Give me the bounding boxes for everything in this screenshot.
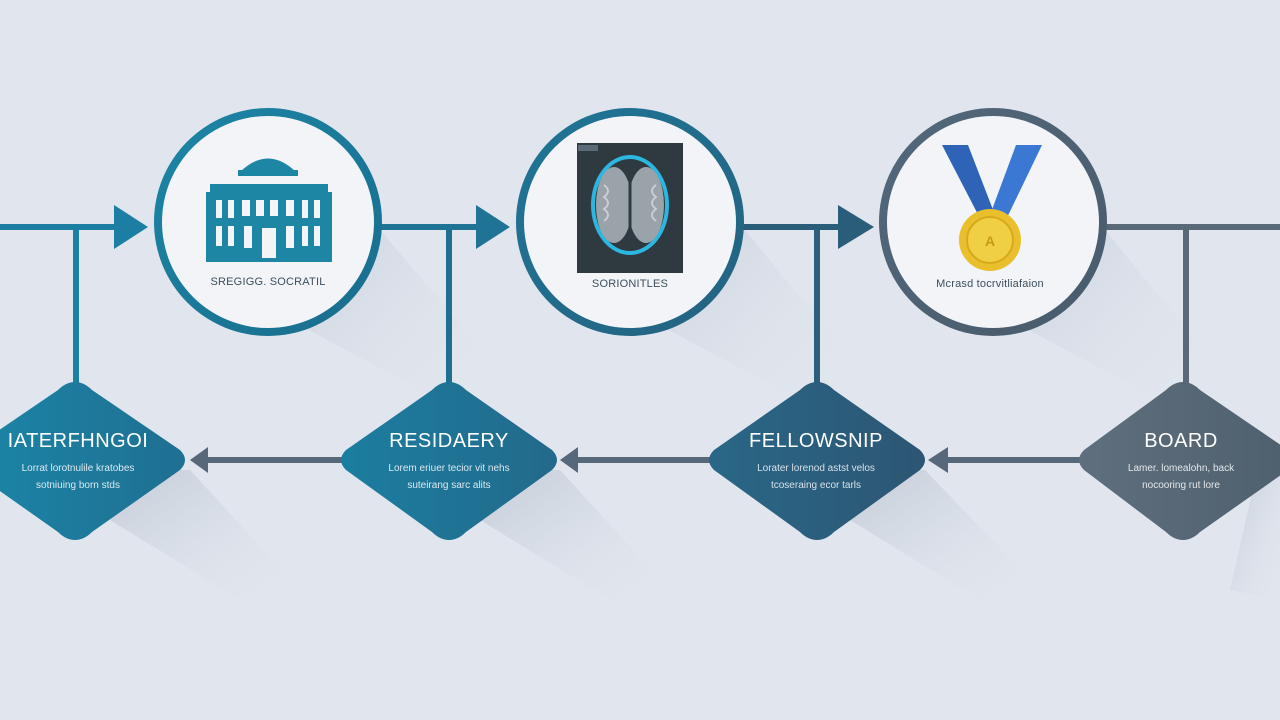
stage-title-4: BOARD bbox=[1144, 430, 1218, 452]
stage-diamond-3: FELLOWSNIP Lorater lorenod astst velos t… bbox=[709, 382, 925, 540]
stage-title-1: IATERFHNGOI bbox=[8, 430, 149, 452]
vertical-connectors bbox=[73, 230, 1189, 390]
arrow-right-icon bbox=[114, 205, 148, 249]
stage-diamond-4: BOARD Lamer. lomealohn, back nocooring r… bbox=[1079, 382, 1280, 540]
circle-label-2: SORIONITLES bbox=[592, 278, 668, 290]
building-icon bbox=[206, 158, 332, 262]
stage-desc-1b: sotniuing born stds bbox=[36, 480, 120, 491]
arrow-right-icon bbox=[476, 205, 510, 249]
stage-circle-1: SREGIGG. SOCRATIL bbox=[154, 108, 382, 336]
bottom-connector bbox=[190, 447, 1085, 473]
stage-desc-3a: Lorater lorenod astst velos bbox=[757, 463, 875, 474]
stage-desc-4a: Lamer. lomealohn, back bbox=[1128, 463, 1235, 474]
stage-desc-1a: Lorrat lorotnulile kratobes bbox=[22, 463, 135, 474]
top-connector bbox=[0, 205, 1280, 249]
arrow-left-icon bbox=[928, 447, 948, 473]
stage-diamond-1: IATERFHNGOI Lorrat lorotnulile kratobes … bbox=[0, 382, 185, 540]
stage-title-3: FELLOWSNIP bbox=[749, 430, 883, 452]
stage-diamond-2: RESIDAERY Lorem eriuer tecior vit nehs s… bbox=[341, 382, 557, 540]
stage-desc-2b: suteirang sarc alits bbox=[407, 480, 490, 491]
stage-desc-4b: nocooring rut lore bbox=[1142, 480, 1220, 491]
stage-circle-2: SORIONITLES bbox=[516, 108, 744, 336]
arrow-right-icon bbox=[838, 205, 874, 249]
arrow-left-icon bbox=[190, 447, 208, 473]
arrow-left-icon bbox=[560, 447, 578, 473]
brain-scan-icon bbox=[577, 143, 683, 273]
stage-desc-2a: Lorem eriuer tecior vit nehs bbox=[388, 463, 509, 474]
stage-title-2: RESIDAERY bbox=[389, 430, 509, 452]
svg-text:A: A bbox=[985, 233, 995, 249]
stage-circle-3: A Mcrasd tocrvitliafaion bbox=[879, 108, 1107, 336]
medal-icon: A bbox=[942, 145, 1042, 271]
circle-label-1: SREGIGG. SOCRATIL bbox=[210, 276, 325, 288]
circle-label-3: Mcrasd tocrvitliafaion bbox=[936, 278, 1044, 290]
stage-desc-3b: tcoseraing ecor tarls bbox=[771, 480, 861, 491]
